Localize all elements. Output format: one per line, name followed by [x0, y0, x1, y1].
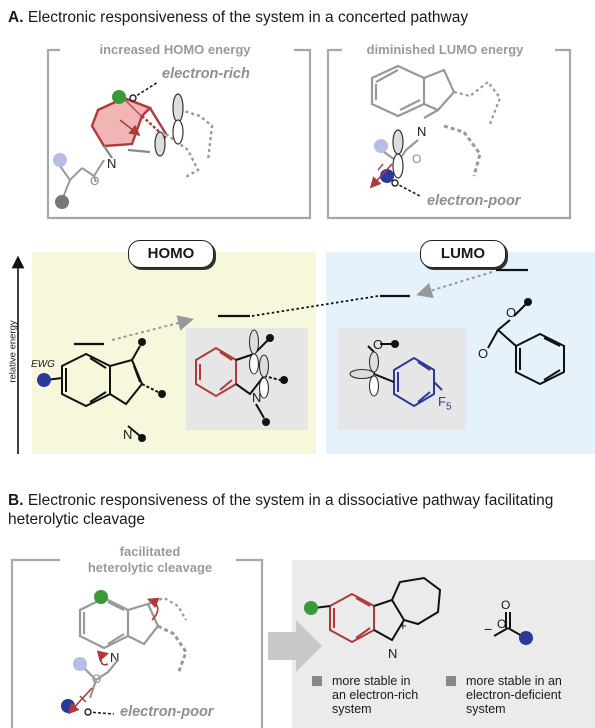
legend-left-line2: an electron-rich	[332, 688, 419, 702]
indole-n-label-1: N	[123, 427, 133, 442]
section-b-box-label-line2: heterolytic cleavage	[87, 560, 213, 575]
f5-letter: F	[438, 394, 446, 409]
ester-gray-panel	[338, 328, 466, 430]
box-o-label-a2: O	[412, 152, 422, 166]
box-n-label-a2: N	[417, 124, 427, 139]
big-gray-arrow	[268, 620, 322, 672]
right-box-orbitals	[369, 129, 421, 197]
lumo-pill: LUMO	[420, 240, 506, 268]
carboxylate-o-label-1: O	[501, 598, 511, 612]
left-box-molecule	[53, 81, 214, 209]
benzoate-o-label-2: O	[478, 346, 489, 361]
section-b-title: B. Electronic responsiveness of the syst…	[8, 491, 593, 529]
indole-n-label-2: N	[252, 390, 262, 405]
section-b-box-label: facilitated heterolytic cleavage	[70, 544, 230, 576]
legend-left-text: more stable in an electron-rich system	[332, 674, 418, 716]
f5-subscript: 5	[445, 401, 452, 413]
section-b-letter: B.	[8, 492, 24, 509]
electron-rich-label: electron-rich	[162, 66, 250, 82]
box-n-label-a1: N	[107, 156, 117, 171]
legend-right-line2: electron-deficient	[466, 688, 562, 702]
legend-left-line3: system	[332, 702, 372, 716]
energy-levels	[74, 268, 528, 346]
ewg-label: EWG	[31, 359, 55, 370]
carboxylate-o-label-2: O	[497, 617, 507, 631]
section-a-title: A. Electronic responsiveness of the syst…	[8, 8, 468, 27]
legend-right-square	[446, 676, 456, 686]
section-b-bracket	[10, 558, 264, 728]
homo-gray-arrow	[111, 315, 194, 341]
section-a-letter: A.	[8, 9, 24, 26]
legend-right-line1: more stable in an	[466, 674, 562, 688]
section-b-box-label-line1: facilitated	[119, 544, 181, 559]
ester-o-label-1: O	[373, 337, 384, 352]
section-a-title-text: Electronic responsiveness of the system …	[27, 9, 469, 26]
carboxylate-product	[493, 612, 523, 637]
products-gray-panel	[292, 560, 595, 728]
homo-indole	[195, 339, 281, 419]
homo-pill: HOMO	[128, 240, 214, 268]
right-box-molecule	[370, 64, 502, 177]
lumo-gray-arrow	[416, 271, 493, 299]
right-bracket-box	[326, 48, 572, 220]
carbazole-plus-sign: +	[399, 618, 407, 633]
benzoate-o-label-1: O	[506, 305, 517, 320]
left-bracket-box	[46, 48, 312, 220]
legend-left-line1: more stable in	[332, 674, 411, 688]
carbazole-n-label: N	[388, 646, 398, 661]
ewg-blue-dot	[37, 373, 51, 387]
carbazole-product	[313, 576, 442, 644]
legend-right-line3: system	[466, 702, 506, 716]
left-box-label: increased HOMO energy	[99, 42, 251, 57]
f5-label: F5	[438, 394, 452, 413]
homo-lumo-link	[251, 295, 379, 317]
electron-poor-label-b: electron-poor	[120, 704, 214, 720]
section-b-molecule	[78, 596, 188, 699]
legend-right-text: more stable in an electron-deficient sys…	[466, 674, 562, 716]
box-n-label-b: N	[110, 650, 120, 665]
ewg-indole	[45, 345, 159, 437]
legend-left-square	[312, 676, 322, 686]
carboxylate-minus-sign: −	[484, 621, 493, 637]
section-b-title-line1: Electronic responsiveness of the system …	[27, 492, 554, 509]
electron-poor-label-a: electron-poor	[427, 193, 521, 209]
right-box-label: diminished LUMO energy	[366, 42, 524, 57]
section-b-title-line2: heterolytic cleavage	[8, 511, 145, 528]
lumo-ester	[367, 343, 443, 408]
benzoate	[487, 303, 565, 386]
